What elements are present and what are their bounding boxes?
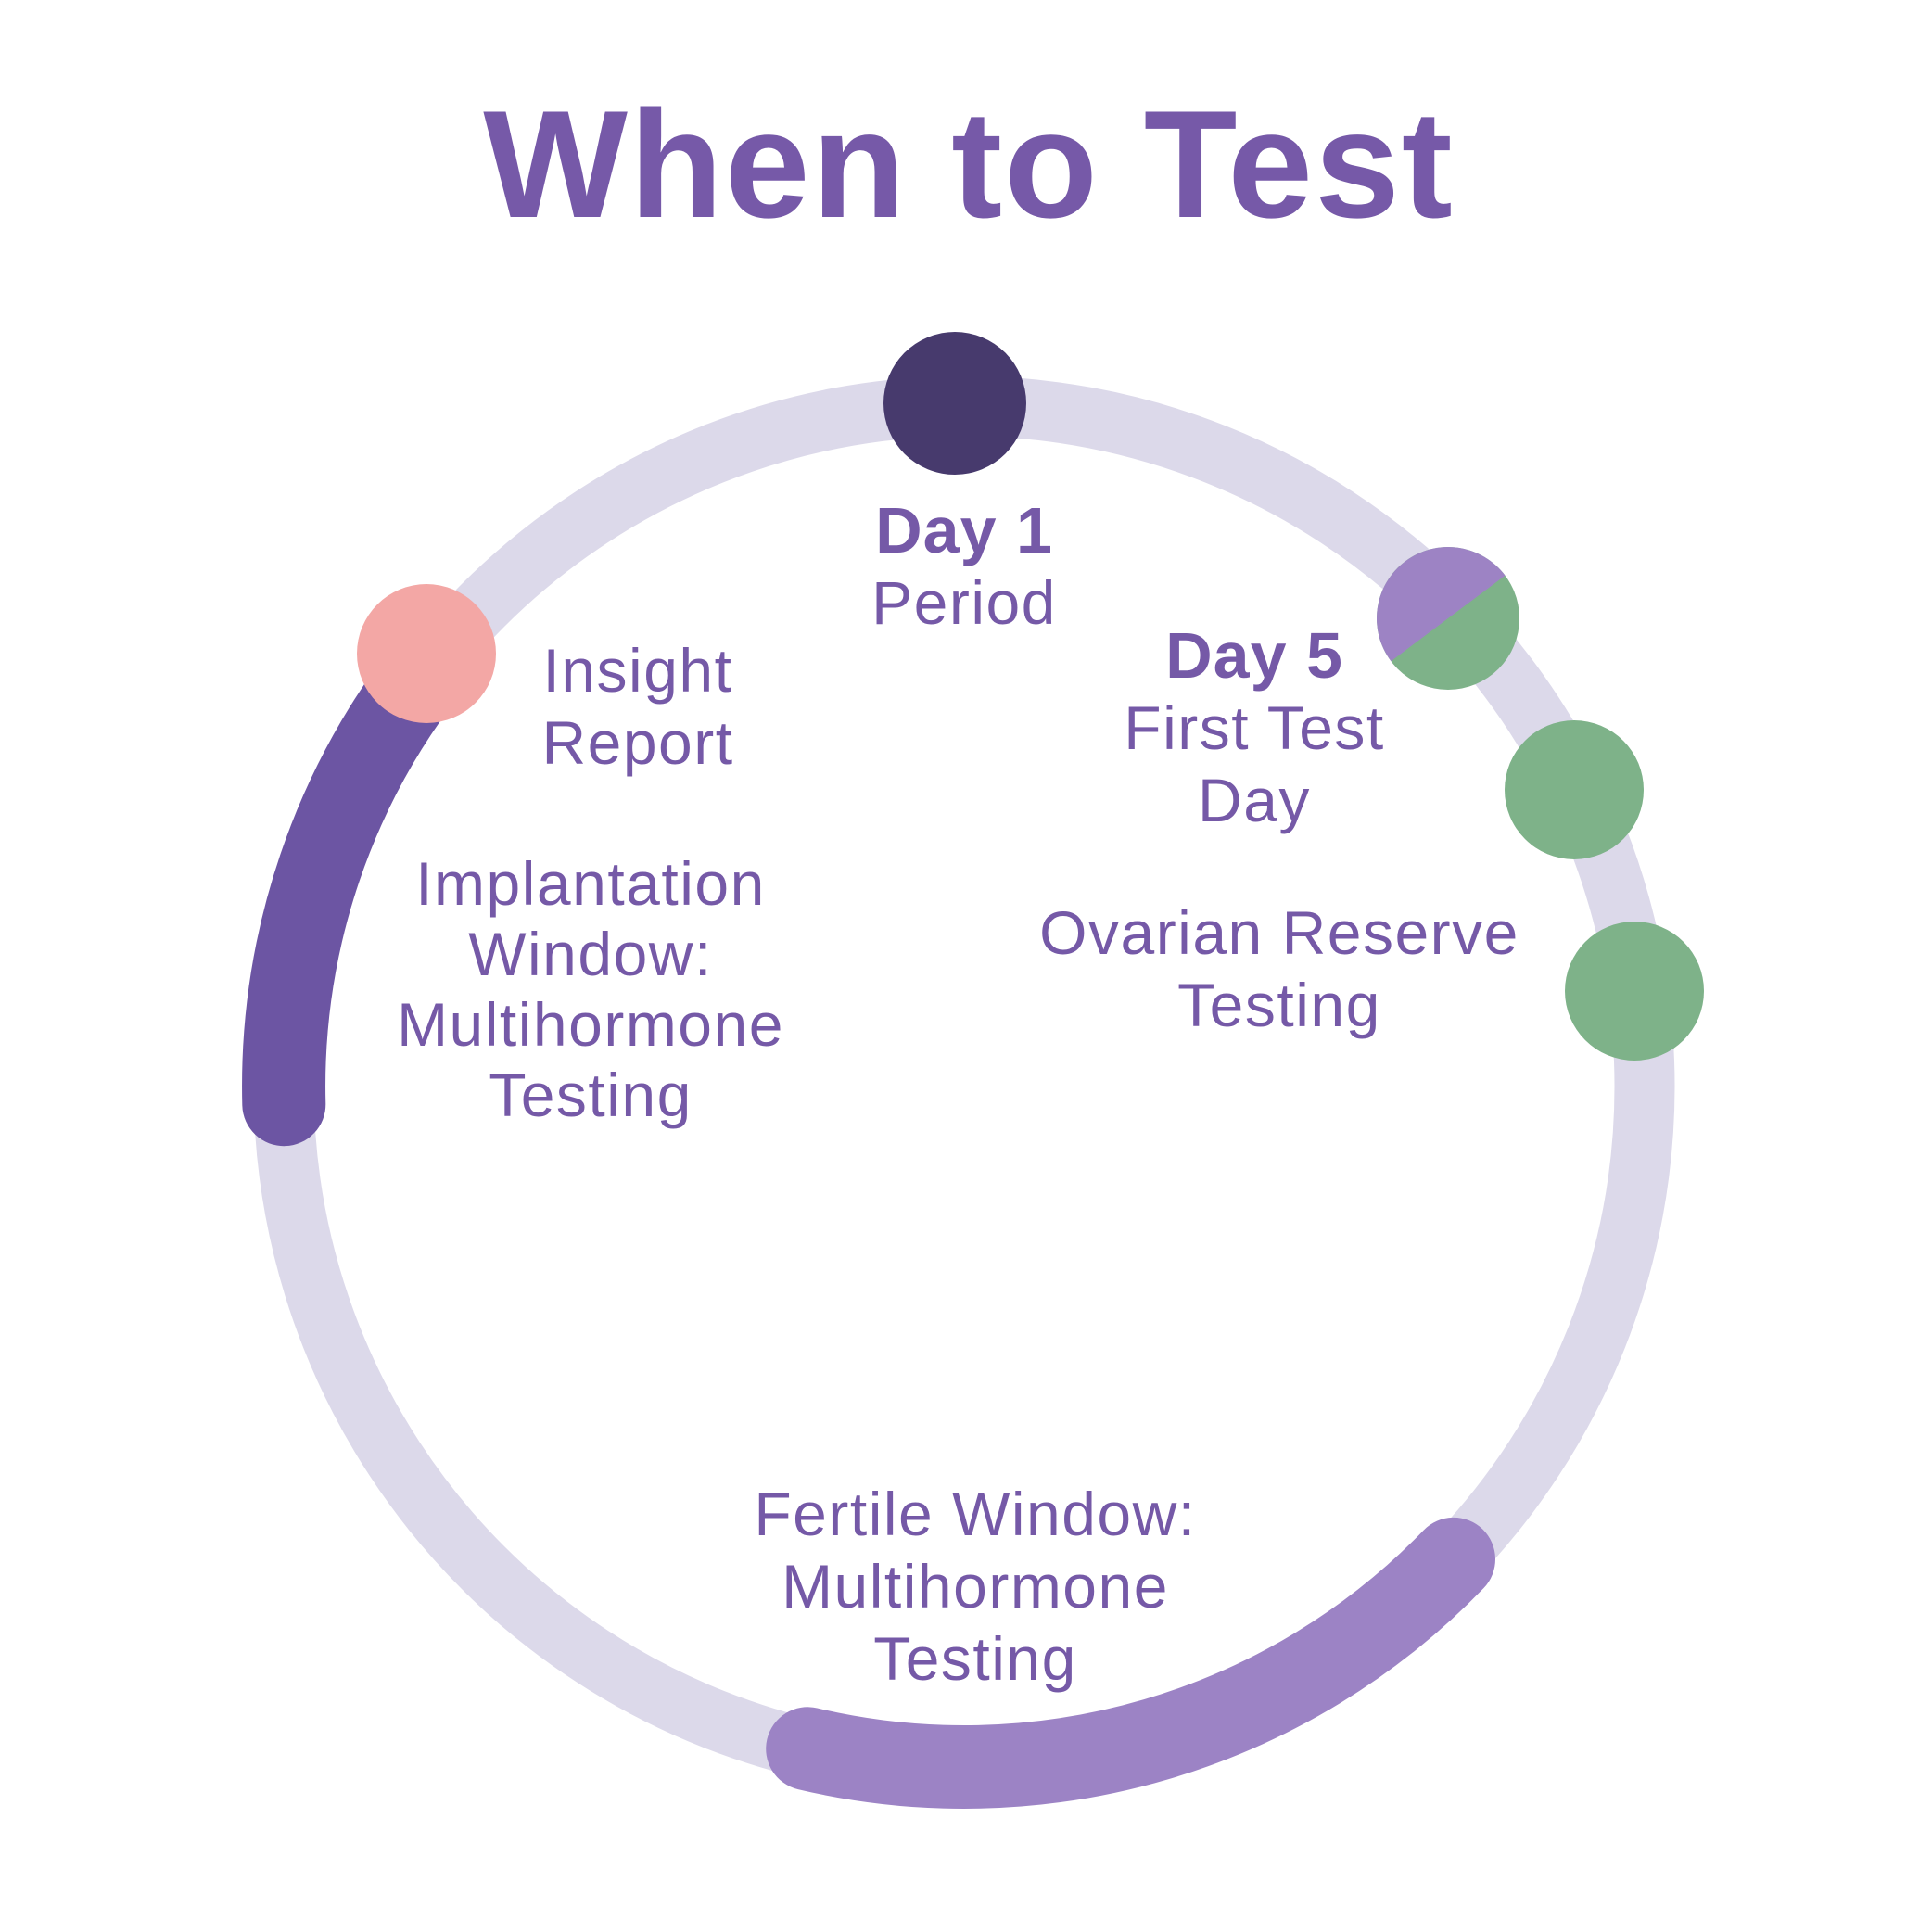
implantation-line4: Testing (489, 1061, 693, 1129)
insight-report-line2: Report (541, 708, 734, 777)
ovarian-reserve-dot-1 (1505, 720, 1644, 859)
day1-title: Day 1 (875, 494, 1053, 566)
fertile-window-arc (766, 1517, 1495, 1809)
implantation-line3: Multihormone (397, 990, 784, 1059)
day5-label: Day 5 First Test Day (1124, 619, 1384, 836)
page-title: When to Test (483, 79, 1455, 249)
ovarian-reserve-label: Ovarian Reserve Testing (1039, 896, 1519, 1041)
ovarian-reserve-dot-2 (1565, 922, 1704, 1061)
implantation-line1: Implantation (415, 849, 766, 918)
day5-dot-purple-half (1376, 547, 1506, 662)
implantation-line2: Window: (468, 920, 713, 988)
day1-subtitle: Period (871, 568, 1057, 637)
fertile-line2: Multihormone (782, 1552, 1169, 1621)
day1-label: Day 1 Period (871, 494, 1057, 639)
fertile-line1: Fertile Window: (754, 1480, 1197, 1548)
ovarian-reserve-line1: Ovarian Reserve (1039, 898, 1519, 967)
fertile-window-label: Fertile Window: Multihormone Testing (754, 1478, 1196, 1695)
day5-title: Day 5 (1165, 619, 1343, 692)
day1-period-dot (883, 332, 1026, 475)
implantation-window-label: Implantation Window: Multihormone Testin… (397, 848, 784, 1130)
insight-report-dot (357, 584, 496, 723)
day5-subtitle-line2: Day (1198, 766, 1311, 834)
ovarian-reserve-line2: Testing (1177, 971, 1381, 1039)
day5-first-test-dot (1376, 547, 1519, 690)
insight-report-label: Insight Report (541, 634, 733, 779)
day5-subtitle-line1: First Test (1124, 693, 1385, 762)
insight-report-line1: Insight (542, 636, 733, 705)
fertile-line3: Testing (873, 1624, 1077, 1693)
